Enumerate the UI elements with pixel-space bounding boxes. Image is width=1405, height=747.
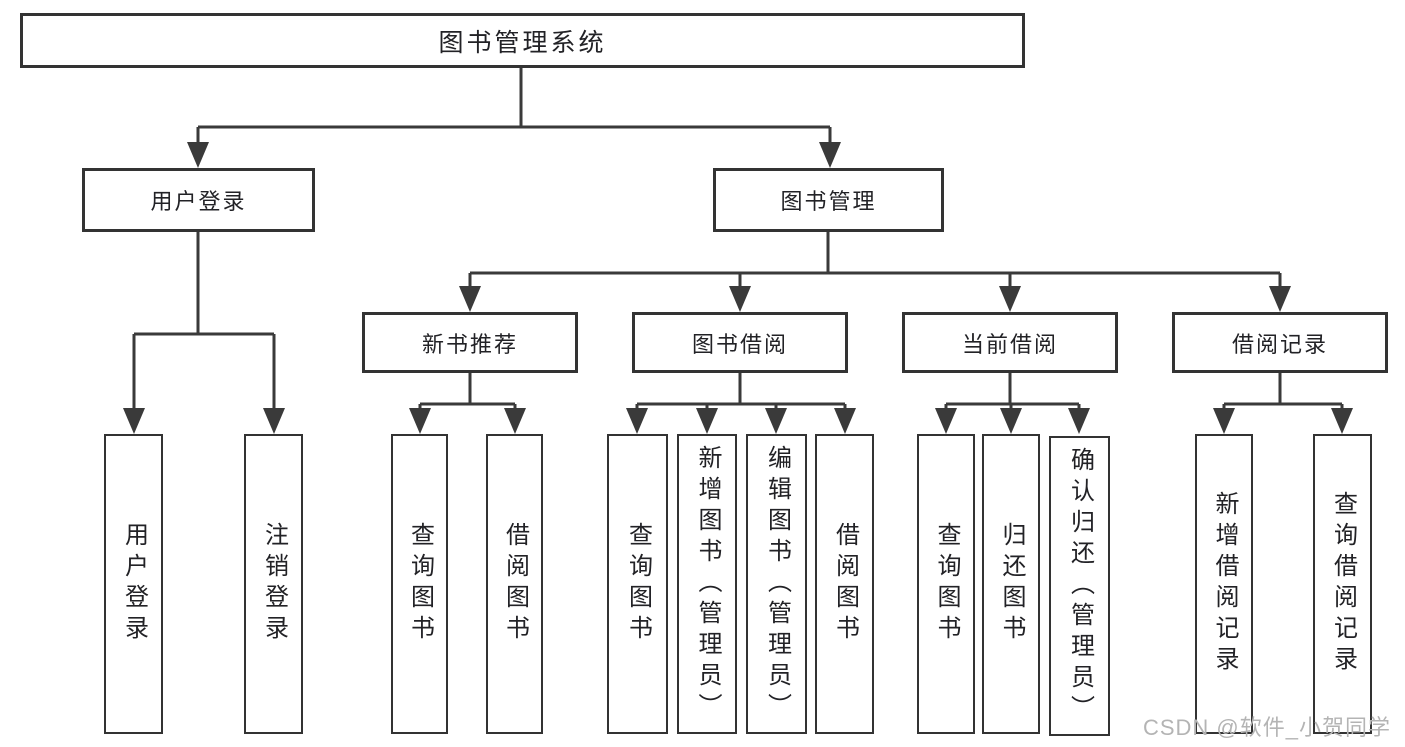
leaf-newbook-query-book: 查询图书 (391, 434, 448, 734)
arrowhead-leaf-user-login (123, 408, 145, 434)
node-borrow-records: 借阅记录 (1172, 312, 1388, 373)
leaf-current-query-book: 查询图书 (917, 434, 975, 734)
connector-new-book-recommend (418, 373, 517, 411)
arrowhead-newbook-borrow (504, 408, 526, 434)
leaf-newbook-borrow-book: 借阅图书 (486, 434, 543, 734)
arrowhead-borrow-borrow (834, 408, 856, 434)
arrowhead-record-add (1213, 408, 1235, 434)
arrowhead-leaf-logout (263, 408, 285, 434)
leaf-borrow-edit-book-admin: 编辑图书（管理员） (746, 434, 807, 734)
connector-user-login (132, 232, 276, 411)
connector-current-borrow (944, 373, 1081, 411)
node-book-borrow: 图书借阅 (632, 312, 848, 373)
arrowhead-current-query (935, 408, 957, 434)
leaf-logout-login: 注销登录 (244, 434, 303, 734)
watermark: CSDN @软件_小贺同学 (1142, 715, 1391, 740)
node-book-management: 图书管理 (713, 168, 944, 232)
arrowhead-borrow-records (1269, 286, 1291, 312)
arrowhead-borrow-query (626, 408, 648, 434)
arrowhead-book-borrow (729, 286, 751, 312)
leaf-current-return-book: 归还图书 (982, 434, 1040, 734)
leaf-record-add: 新增借阅记录 (1195, 434, 1253, 734)
node-new-book-recommend: 新书推荐 (362, 312, 578, 373)
arrowhead-current-borrow (999, 286, 1021, 312)
leaf-record-query: 查询借阅记录 (1313, 434, 1372, 734)
leaf-current-confirm-return-admin: 确认归还（管理员） (1049, 436, 1110, 736)
leaf-user-login: 用户登录 (104, 434, 163, 734)
connector-book-borrow (635, 373, 847, 411)
arrowhead-borrow-add (696, 408, 718, 434)
arrowhead-current-confirm (1068, 408, 1090, 434)
node-library-system: 图书管理系统 (20, 13, 1025, 68)
arrowhead-record-query (1331, 408, 1353, 434)
leaf-borrow-add-book-admin: 新增图书（管理员） (677, 434, 737, 734)
arrowhead-user-login (187, 142, 209, 168)
arrowhead-new-book-recommend (459, 286, 481, 312)
arrowhead-newbook-query (409, 408, 431, 434)
leaf-borrow-query-book: 查询图书 (607, 434, 668, 734)
node-current-borrow: 当前借阅 (902, 312, 1118, 373)
connector-root (196, 68, 832, 145)
arrowhead-book-management (819, 142, 841, 168)
node-user-login: 用户登录 (82, 168, 315, 232)
arrowhead-borrow-edit (765, 408, 787, 434)
connector-book-management (468, 232, 1282, 289)
connector-borrow-records (1222, 373, 1344, 411)
leaf-borrow-borrow-book: 借阅图书 (815, 434, 874, 734)
arrowhead-current-return (1000, 408, 1022, 434)
